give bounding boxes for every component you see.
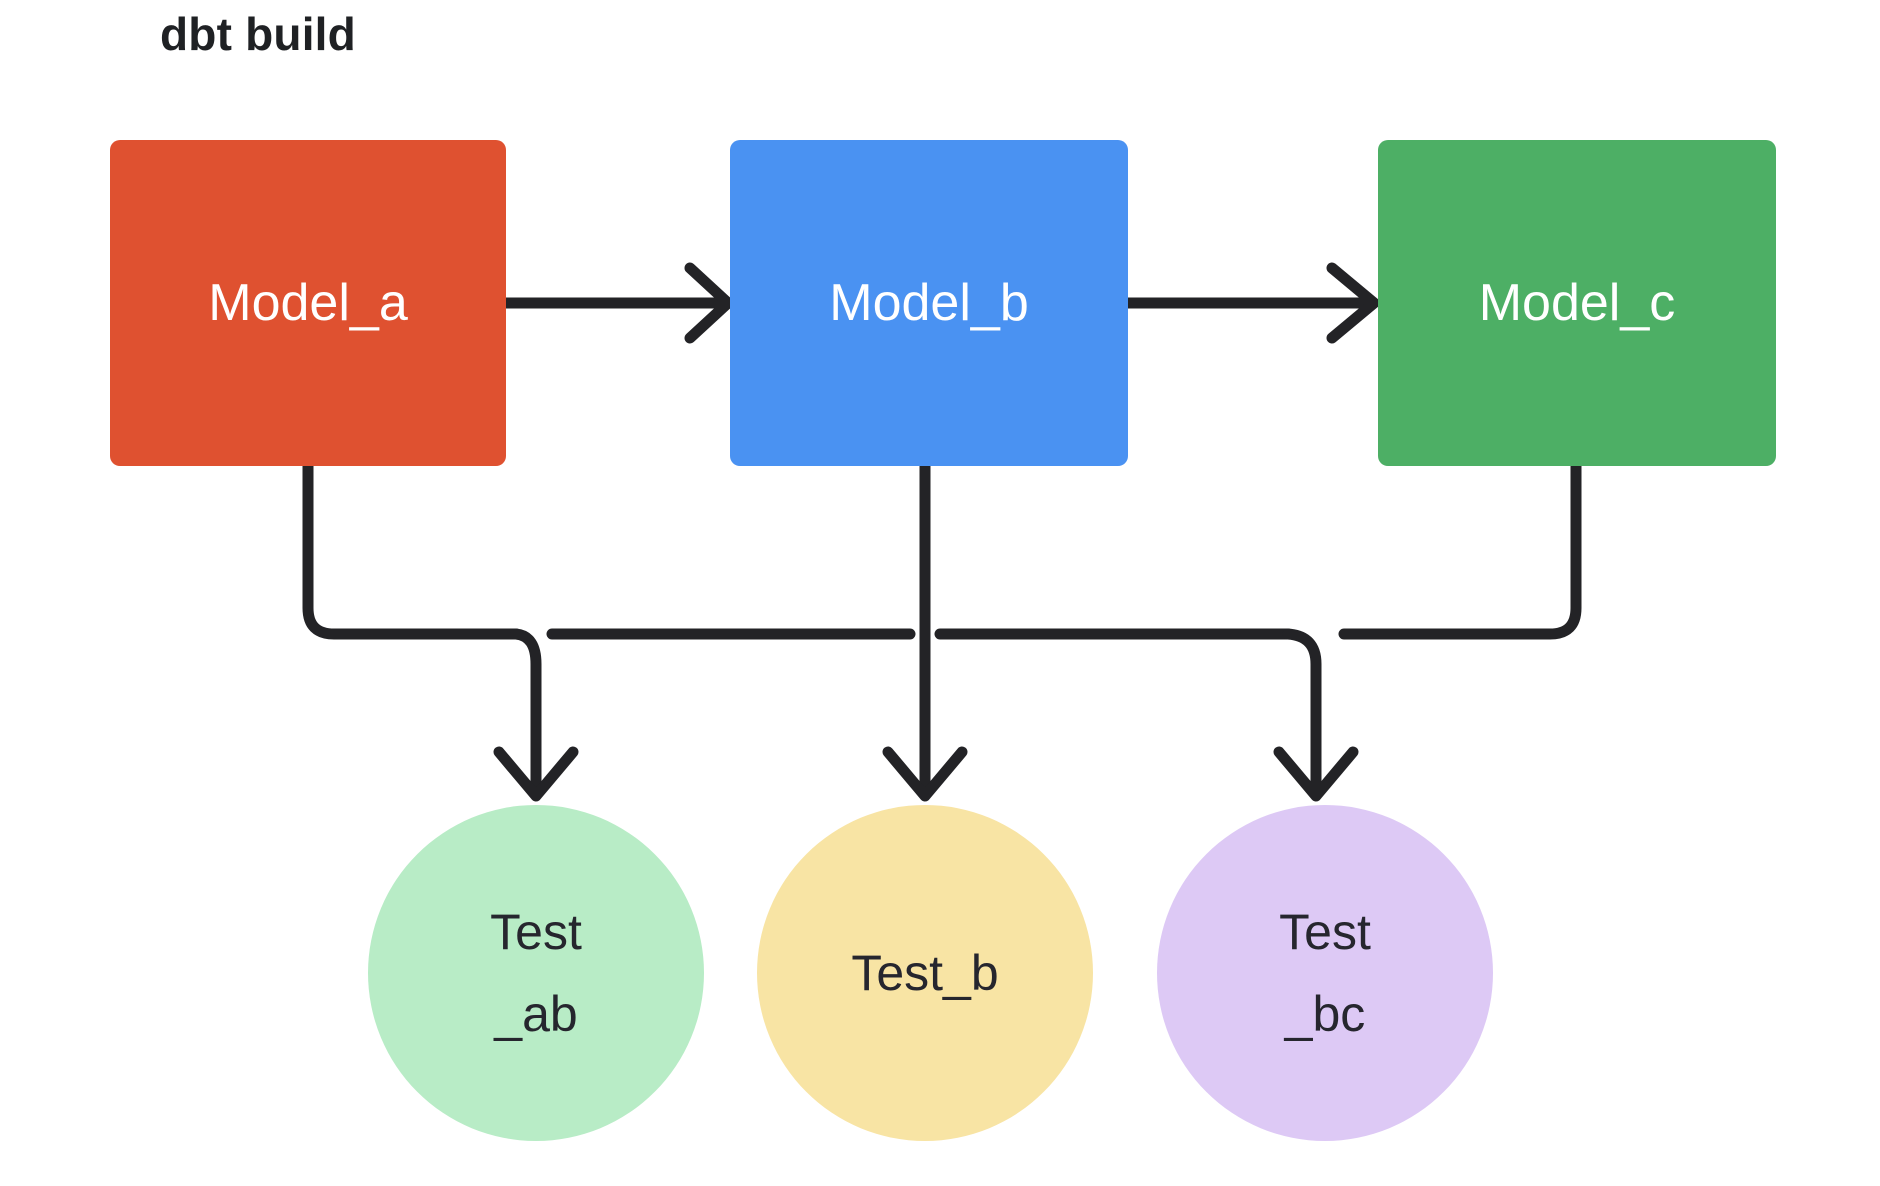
node-test-b[interactable]: Test_b [757,805,1093,1141]
node-model-c[interactable]: Model_c [1378,140,1776,466]
node-model-b-label: Model_b [829,273,1029,332]
node-test-bc-label: Test _bc [1279,903,1371,1043]
edge-model-b-to-test-b [882,460,968,802]
page-title: dbt build [160,8,356,60]
edge-branch-to-test-ab [493,628,579,802]
node-test-ab-label: Test _ab [490,903,582,1043]
node-model-a-label: Model_a [208,273,408,332]
node-test-b-label: Test_b [851,944,999,1001]
edge-model-c-to-bus [1338,460,1582,640]
edge-model-a-to-model-b [500,262,734,344]
node-model-a[interactable]: Model_a [110,140,506,466]
node-test-bc[interactable]: Test _bc [1157,805,1493,1141]
node-model-b[interactable]: Model_b [730,140,1128,466]
edge-model-b-to-model-c [1122,262,1380,344]
node-test-ab[interactable]: Test _ab [368,805,704,1141]
edge-branch-to-test-bc [1273,628,1359,802]
edge-model-a-to-bus [302,460,522,640]
node-model-c-label: Model_c [1478,273,1676,332]
